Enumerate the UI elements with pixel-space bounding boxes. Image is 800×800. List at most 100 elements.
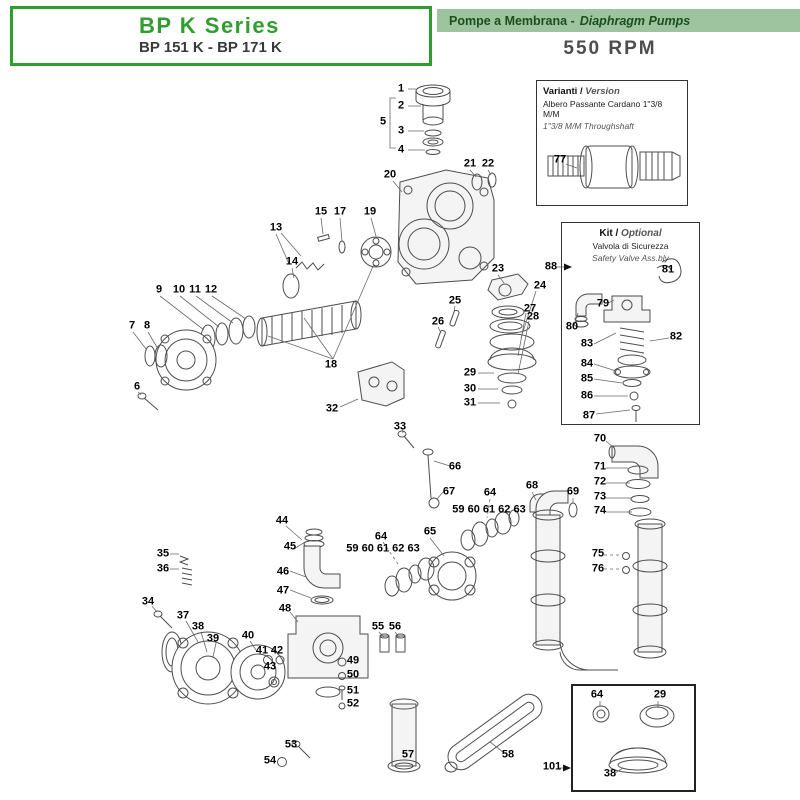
kit-title-en: Optional bbox=[621, 228, 662, 239]
callout-28: 28 bbox=[526, 310, 540, 323]
callout-79: 79 bbox=[596, 297, 610, 310]
callout-33: 33 bbox=[393, 420, 407, 433]
series-models: BP 151 K - BP 171 K bbox=[139, 39, 282, 57]
callout-1: 1 bbox=[397, 82, 405, 95]
callout-34: 34 bbox=[141, 595, 155, 608]
callout-53: 53 bbox=[284, 738, 298, 751]
callout-86: 86 bbox=[580, 389, 594, 402]
callout-29: 29 bbox=[463, 366, 477, 379]
callout-55: 55 bbox=[371, 620, 385, 633]
kit-line-italian: Valvola di Sicurezza bbox=[592, 241, 669, 251]
product-type-english: Diaphragm Pumps bbox=[579, 13, 691, 28]
callout-5: 5 bbox=[379, 115, 387, 128]
variant-shaft bbox=[547, 145, 681, 189]
right-manifold bbox=[530, 445, 668, 671]
callout-10: 10 bbox=[172, 283, 186, 296]
callout-66: 66 bbox=[448, 460, 462, 473]
callout-12: 12 bbox=[204, 283, 218, 296]
variant-line-italian: Albero Passante Cardano 1"3/8 M/M bbox=[543, 99, 663, 119]
bearing-washers bbox=[317, 233, 392, 268]
rpm-label: 550 RPM bbox=[563, 38, 657, 59]
callout-77: 77 bbox=[553, 153, 567, 166]
kit-title: Kit / bbox=[599, 228, 619, 239]
valve-cap-stack bbox=[389, 84, 451, 155]
callout-9: 9 bbox=[155, 283, 163, 296]
callout-69: 69 bbox=[566, 485, 580, 498]
callout-38: 38 bbox=[603, 767, 617, 780]
product-type-italian: Pompe a Membrana - bbox=[449, 13, 575, 28]
callout-43: 43 bbox=[263, 660, 277, 673]
callout-20: 20 bbox=[383, 168, 397, 181]
callout-3: 3 bbox=[397, 124, 405, 137]
callout-65: 65 bbox=[423, 525, 437, 538]
callout-80: 80 bbox=[565, 320, 579, 333]
callout-36: 36 bbox=[156, 562, 170, 575]
pump-head-casting bbox=[397, 169, 497, 285]
safety-valve-kit bbox=[573, 258, 682, 422]
callout-18: 18 bbox=[324, 358, 338, 371]
callout-11: 11 bbox=[189, 283, 201, 296]
shaft-seals-flange bbox=[137, 315, 256, 411]
callout-26: 26 bbox=[431, 315, 445, 328]
callout-27: 27 bbox=[523, 302, 537, 315]
variant-line-english: 1"3/8 M/M Throughshaft bbox=[543, 121, 634, 131]
suction-elbow bbox=[303, 528, 341, 605]
callout-73: 73 bbox=[593, 490, 607, 503]
callout-71: 71 bbox=[593, 460, 607, 473]
callout-75: 75 bbox=[591, 547, 605, 560]
mount-bracket bbox=[357, 361, 415, 449]
callout-19: 19 bbox=[363, 205, 377, 218]
drive-shaft bbox=[256, 261, 362, 347]
callout-15: 15 bbox=[314, 205, 328, 218]
callout-4: 4 bbox=[397, 143, 405, 156]
callout-2: 2 bbox=[397, 99, 405, 112]
callout-48: 48 bbox=[278, 602, 292, 615]
callout-59-60-61-62-63: 59 60 61 62 63 bbox=[346, 542, 420, 555]
callout-30: 30 bbox=[463, 382, 477, 395]
variant-inset-box: Varianti / Version Albero Passante Carda… bbox=[536, 80, 688, 206]
callout-76: 76 bbox=[591, 562, 605, 575]
callout-45: 45 bbox=[283, 540, 297, 553]
callout-49: 49 bbox=[346, 654, 360, 667]
callout-70: 70 bbox=[593, 432, 607, 445]
callout-54: 54 bbox=[263, 754, 277, 767]
callout-25: 25 bbox=[448, 294, 462, 307]
callout-58: 58 bbox=[501, 748, 515, 761]
callout-57: 57 bbox=[401, 748, 415, 761]
variant-title: Varianti / bbox=[543, 86, 583, 97]
callout-81: 81 bbox=[661, 263, 675, 276]
callout-68: 68 bbox=[525, 479, 539, 492]
callout-17: 17 bbox=[333, 205, 347, 218]
callout-38: 38 bbox=[191, 620, 205, 633]
callout-8: 8 bbox=[143, 319, 151, 332]
callout-59-60-61-62-63: 59 60 61 62 63 bbox=[452, 503, 526, 516]
callout-14: 14 bbox=[285, 255, 299, 268]
callout-22: 22 bbox=[481, 157, 495, 170]
callout-6: 6 bbox=[133, 380, 141, 393]
callout-88: 88 bbox=[544, 260, 558, 273]
callout-74: 74 bbox=[593, 504, 607, 517]
strainer-parts bbox=[592, 704, 675, 774]
callout-32: 32 bbox=[325, 402, 339, 415]
callout-13: 13 bbox=[269, 221, 283, 234]
kit-inset-box: Kit / Optional Valvola di Sicurezza Safe… bbox=[561, 222, 700, 425]
callout-35: 35 bbox=[156, 547, 170, 560]
callout-37: 37 bbox=[176, 609, 190, 622]
callout-21: 21 bbox=[463, 157, 477, 170]
callout-83: 83 bbox=[580, 337, 594, 350]
callout-52: 52 bbox=[346, 697, 360, 710]
callout-67: 67 bbox=[442, 485, 456, 498]
callout-56: 56 bbox=[388, 620, 402, 633]
callout-64: 64 bbox=[483, 486, 497, 499]
callout-40: 40 bbox=[241, 629, 255, 642]
callout-23: 23 bbox=[491, 262, 505, 275]
lower-left-body bbox=[153, 555, 286, 705]
callout-72: 72 bbox=[593, 475, 607, 488]
callout-64: 64 bbox=[590, 688, 604, 701]
callout-42: 42 bbox=[270, 644, 284, 657]
kit-line-english: Safety Valve Ass.bly bbox=[592, 253, 669, 263]
series-title-box: BP K Series BP 151 K - BP 171 K bbox=[10, 6, 432, 66]
callout-85: 85 bbox=[580, 372, 594, 385]
